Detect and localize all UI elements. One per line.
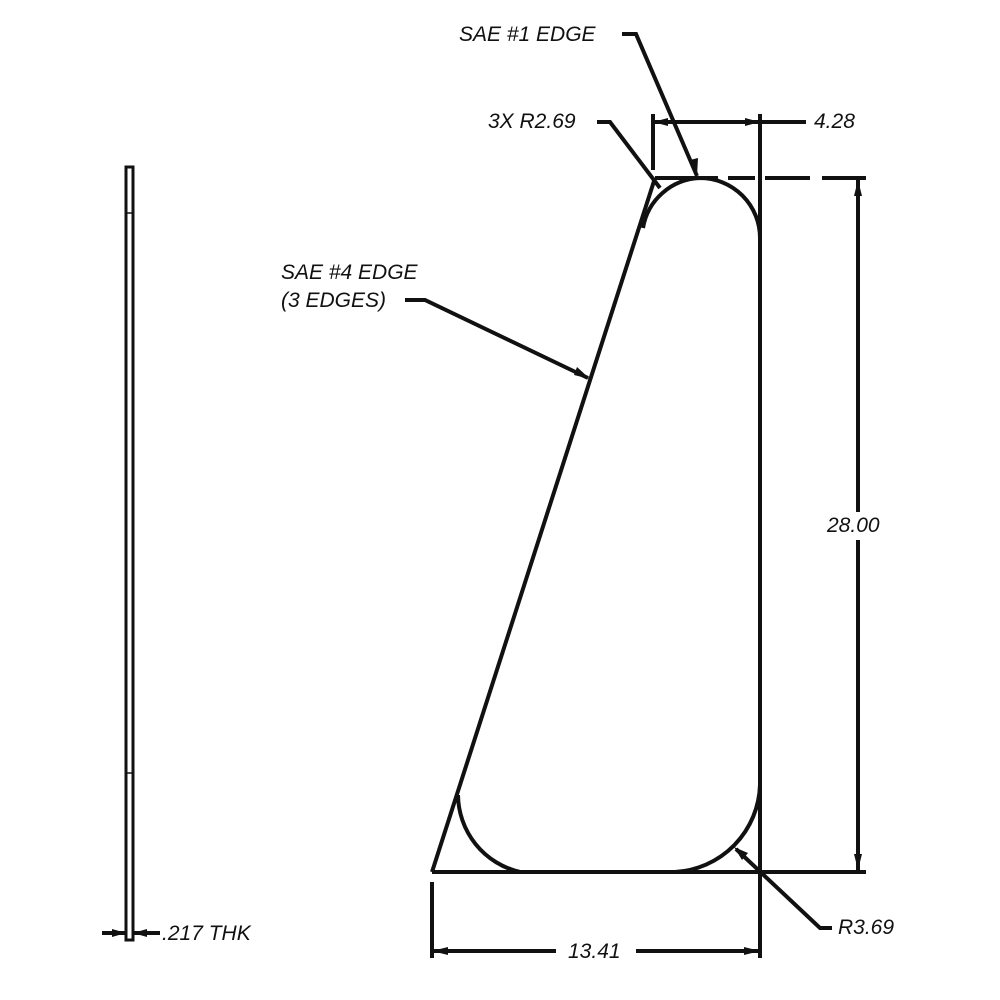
sae4-edge-label-line2: (3 EDGES) bbox=[281, 289, 387, 312]
sae4-edge-label-line1: SAE #4 EDGE bbox=[281, 261, 418, 284]
bottom-radius-label: R3.69 bbox=[838, 916, 895, 939]
sae1-edge-label: SAE #1 EDGE bbox=[459, 23, 596, 46]
base-width-label: 13.41 bbox=[568, 940, 621, 963]
leader-sae4 bbox=[405, 298, 590, 380]
height-label: 28.00 bbox=[827, 514, 880, 537]
thickness-label: .217 THK bbox=[162, 922, 251, 945]
top-width-dimension bbox=[651, 114, 806, 178]
thickness-dimension bbox=[102, 929, 160, 937]
side-view-strip bbox=[124, 165, 135, 942]
height-dimension bbox=[760, 180, 866, 874]
top-width-label: 4.28 bbox=[814, 110, 855, 133]
base-width-dimension bbox=[430, 872, 762, 958]
plate-outline bbox=[430, 175, 762, 874]
leader-corner-radius bbox=[597, 120, 662, 190]
leader-sae1 bbox=[622, 32, 699, 177]
leader-bottom-radius bbox=[734, 847, 832, 930]
corner-radius-label: 3X R2.69 bbox=[488, 110, 576, 133]
